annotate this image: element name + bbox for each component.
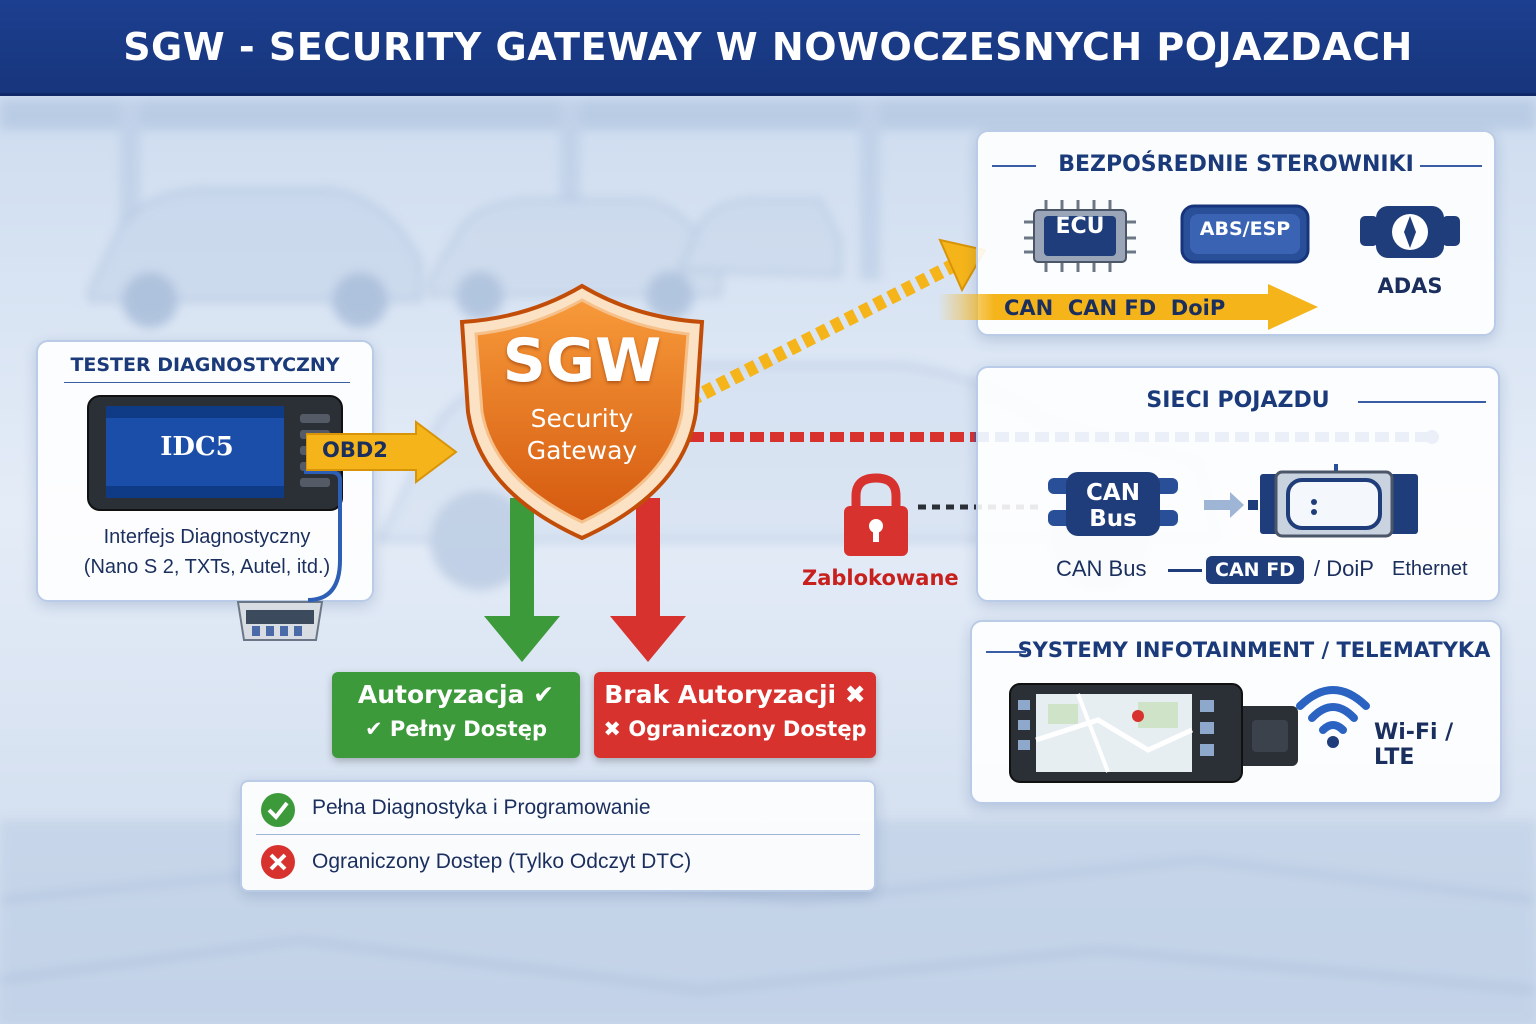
abs-label: ABS/ESP [1199, 218, 1291, 240]
wifi-icon [1296, 686, 1370, 748]
info-rule-left [986, 651, 1026, 653]
wifi-lte-label: Wi-Fi / LTE [1374, 720, 1454, 770]
tester-heading-rule [64, 382, 350, 383]
direct-controllers-panel: BEZPOŚREDNIE STEROWNIKI ECU ABS/ESP ADAS [938, 130, 1496, 336]
tablet-screen-label: IDC5 [160, 432, 234, 462]
sgw-line1: Security [530, 404, 634, 433]
protocols-label: CAN CAN FD DoiP [1004, 296, 1226, 320]
sgw-abbr: SGW [502, 326, 662, 396]
ethernet-label: Ethernet [1392, 558, 1468, 580]
obd2-label: OBD2 [322, 438, 388, 462]
infotainment-panel: SYSTEMY INFOTAINMENT / TELEMATYKA Wi-Fi … [970, 620, 1502, 804]
direct-heading: BEZPOŚREDNIE STEROWNIKI [1058, 152, 1414, 177]
unauthorized-box: Brak Autoryzacji ✖ ✖ Ograniczony Dostęp [594, 672, 876, 758]
protocols-arrow [938, 284, 1318, 330]
infotainment-heading: SYSTEMY INFOTAINMENT / TELEMATYKA [1017, 638, 1491, 662]
tester-heading: TESTER DIAGNOSTYCZNY [70, 354, 340, 376]
authorized-down-arrow [484, 498, 560, 662]
check-circle-icon [261, 793, 295, 827]
page-title: SGW - SECURITY GATEWAY W NOWOCZESNYCH PO… [123, 24, 1413, 69]
ethernet-module-icon [1260, 464, 1418, 538]
legend-limited-access: Ograniczony Dostep (Tylko Odczyt DTC) [312, 850, 692, 873]
ecu-label: ECU [1055, 214, 1105, 239]
adas-sensor-icon [1360, 206, 1460, 258]
interface-line2: (Nano S 2, TXTs, Autel, itd.) [83, 556, 331, 578]
authorized-subtitle: ✔ Pełny Dostęp [365, 717, 547, 741]
can-fd-badge: CAN FD [1206, 556, 1304, 584]
legend-divider [256, 834, 860, 835]
can-bus-label: CAN Bus [1056, 556, 1147, 581]
abs-module-icon [1180, 204, 1310, 264]
unauthorized-subtitle: ✖ Ograniczony Dostęp [603, 717, 867, 741]
direct-rule-left [992, 165, 1036, 167]
sgw-line2: Gateway [526, 436, 638, 465]
title-bar: SGW - SECURITY GATEWAY W NOWOCZESNYCH PO… [0, 0, 1536, 96]
vehicle-networks-panel: SIECI POJAZDU CAN Bus CAN Bus CAN FD / D… [976, 366, 1500, 602]
unauthorized-down-arrow [610, 498, 686, 662]
doip-label: / DoiP [1314, 556, 1374, 581]
authorized-box: Autoryzacja ✔ ✔ Pełny Dostęp [332, 672, 580, 758]
infotainment-head-unit-icon [1009, 683, 1298, 783]
sgw-shield-icon [459, 283, 705, 541]
unauthorized-title: Brak Autoryzacji ✖ [604, 680, 866, 709]
interface-line1: Interfejs Diagnostyczny [103, 526, 311, 548]
legend-panel: Pełna Diagnostyka i Programowanie Ograni… [240, 780, 876, 892]
can-to-ethernet-arrow [1204, 492, 1258, 518]
obd2-connector-icon [236, 601, 324, 641]
networks-rule [1358, 401, 1486, 403]
cross-circle-icon [261, 845, 295, 879]
lock-icon [844, 473, 908, 556]
networks-heading: SIECI POJAZDU [1146, 388, 1330, 413]
can-module-bottom: Bus [1089, 506, 1137, 532]
adas-label: ADAS [1377, 274, 1443, 298]
authorized-title: Autoryzacja ✔ [357, 680, 555, 709]
direct-rule-right [1420, 165, 1482, 167]
legend-full-access: Pełna Diagnostyka i Programowanie [312, 796, 651, 819]
ecu-chip-icon [1024, 200, 1136, 272]
can-bus-module-icon [1048, 472, 1178, 536]
obd2-arrow [306, 420, 458, 484]
can-fd-dash [1168, 569, 1202, 572]
can-module-top: CAN [1086, 480, 1140, 506]
tester-cable [304, 470, 342, 602]
blocked-label: Zablokowane [802, 566, 959, 590]
